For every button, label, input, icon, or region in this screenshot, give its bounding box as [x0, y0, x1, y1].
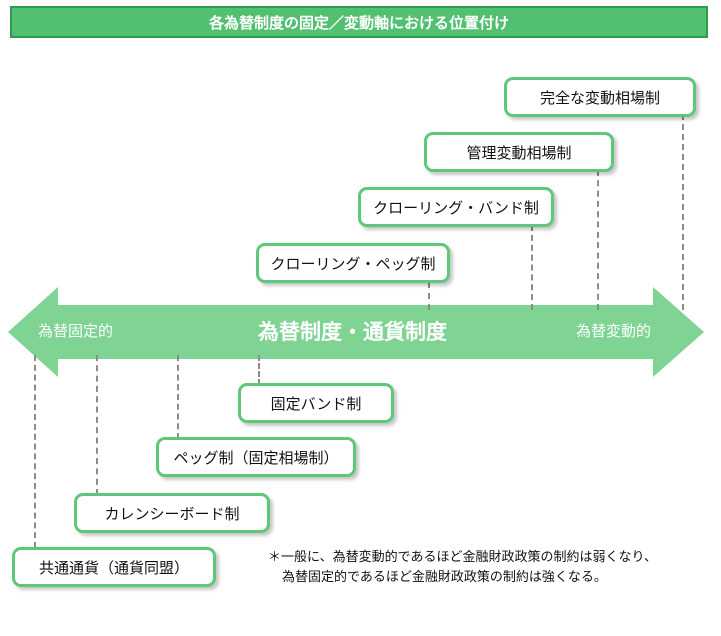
- box-fixed-band: 固定バンド制: [238, 383, 394, 423]
- connector-line-crawling-peg: [428, 282, 430, 310]
- footnote-line-1: ＊一般に、為替変動的であるほど金融財政政策の制約は弱くなり、: [268, 550, 657, 565]
- box-free-float: 完全な変動相場制: [504, 77, 696, 117]
- connector-line-managed-float: [597, 170, 599, 310]
- box-crawling-band: クローリング・バンド制: [358, 187, 554, 227]
- footnote-line-2: 為替固定的であるほど金融財政政策の制約は強くなる。: [282, 570, 607, 585]
- connector-line-currency-board: [96, 355, 98, 495]
- connector-line-crawling-band: [531, 225, 533, 310]
- diagram-title: 各為替制度の固定／変動軸における位置付け: [10, 6, 708, 38]
- arrow-label-floating: 為替変動的: [576, 322, 652, 340]
- connector-line-peg: [177, 355, 179, 439]
- box-managed-float: 管理変動相場制: [424, 132, 614, 172]
- box-common-currency: 共通通貨（通貨同盟）: [12, 547, 216, 587]
- arrow-label-center: 為替制度・通貨制度: [258, 320, 447, 344]
- connector-line-common-currency: [34, 355, 36, 548]
- footnote: ＊一般に、為替変動的であるほど金融財政政策の制約は弱くなり、 為替固定的であるほ…: [268, 548, 657, 588]
- box-crawling-peg: クローリング・ペッグ制: [256, 243, 450, 283]
- connector-line-free-float: [682, 114, 684, 310]
- box-currency-board: カレンシーボード制: [74, 493, 270, 533]
- arrow-shape: [8, 287, 704, 377]
- arrow-label-fixed: 為替固定的: [38, 322, 114, 340]
- box-peg: ペッグ制（固定相場制）: [156, 437, 356, 477]
- connector-line-fixed-band: [258, 355, 260, 385]
